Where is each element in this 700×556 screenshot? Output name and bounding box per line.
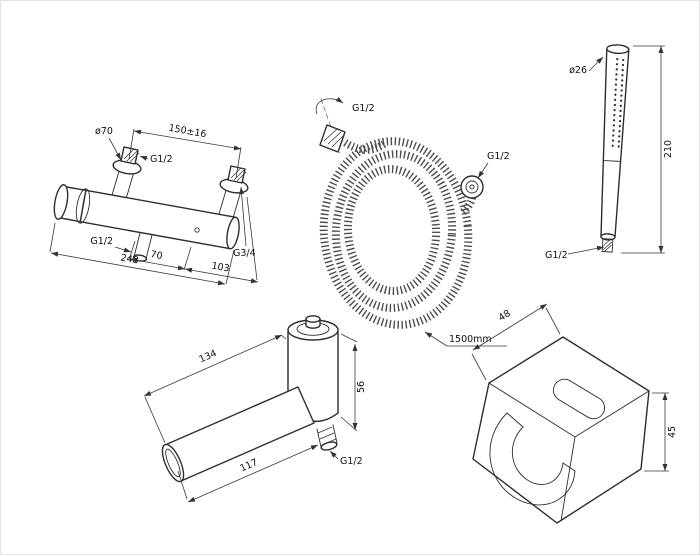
hose-end-fitting-ring [465, 180, 479, 194]
hand-shower-top-cap [606, 44, 630, 55]
spray-holes-column [611, 58, 619, 151]
mixer-dim-103: 103 [211, 261, 231, 275]
hose-coil-outer [319, 137, 473, 329]
bracket-hook-outer [489, 412, 576, 506]
spout-dim-134: 134 [197, 348, 218, 365]
spout-thread-stub [316, 424, 338, 448]
hand-shower-thread-nipple [601, 238, 614, 253]
hose-coil-middle [331, 150, 457, 312]
thread-hatch [230, 167, 247, 182]
spout-drawing: 134 56 117 G1/2 [143, 315, 367, 503]
mixer-dim-g12-top: G1/2 [150, 154, 173, 165]
mixer-knob-joint-ring [75, 188, 91, 224]
dia70-leader [108, 137, 122, 161]
dim70-103-extensions [128, 196, 258, 281]
bracket-slot [552, 378, 606, 420]
mixer-dim-70: 70 [150, 249, 164, 262]
dim150-extensions [128, 128, 242, 179]
hose-top-nut [319, 124, 346, 153]
thread-hatch [323, 128, 345, 148]
length-leader [424, 331, 448, 347]
thread-hatch [603, 238, 612, 252]
hand-shower-drawing: ø26 210 G1/2 [545, 44, 674, 261]
thermostatic-mixer-drawing: ø70 G1/2 150±16 248 70 103 G1/2 G3/4 [49, 123, 259, 286]
bracket-dim-45: 45 [667, 426, 678, 438]
dim117-line [187, 444, 319, 503]
spout-dim-56: 56 [356, 381, 367, 393]
mixer-knob-cap [53, 184, 69, 220]
g12-top-leader [139, 155, 149, 161]
mixer-dim-g34: G3/4 [233, 248, 256, 259]
mixer-dimensions: ø70 G1/2 150±16 248 70 103 G1/2 G3/4 [49, 123, 259, 286]
thread-hatch [123, 148, 140, 163]
hose-dimensions: G1/2 G1/2 1500mm [352, 103, 510, 347]
bracket-hook-ends [506, 412, 576, 472]
hand-shower-dim-dia26: ø26 [569, 65, 587, 76]
spout-knob-top [305, 315, 321, 323]
dim103-line [184, 267, 259, 284]
swivel-arrow-icon [315, 96, 344, 115]
mixer-bar-right-cap [226, 216, 240, 250]
spray-holes-column [617, 58, 625, 151]
hose-dim-g12-top: G1/2 [352, 103, 375, 114]
bracket-hook-inner [511, 426, 564, 485]
hose-dim-g12-right: G1/2 [487, 151, 510, 162]
hose-end-fitting [460, 175, 484, 199]
dim48-line [472, 303, 548, 351]
mixer-button-detail [194, 227, 200, 233]
shower-hose-drawing: G1/2 G1/2 1500mm [315, 96, 510, 347]
mixer-right-union-side [232, 190, 242, 219]
g12-right-leader [477, 162, 489, 179]
dim117-extension [177, 470, 188, 500]
hand-shower-sides [600, 48, 630, 238]
hand-shower-body [600, 44, 630, 253]
mixer-dim-g12-outlet: G1/2 [90, 236, 113, 247]
hand-shower-dim-g12: G1/2 [545, 250, 568, 261]
bracket-dim-48: 48 [497, 308, 513, 324]
bracket-dimensions: 48 45 [471, 303, 678, 472]
dim210-extensions [621, 45, 665, 254]
g12-outlet-leader [114, 246, 132, 253]
bracket-front-edge [560, 436, 576, 522]
hand-shower-handle-joint [604, 160, 620, 162]
hose-dim-length: 1500mm [449, 334, 492, 345]
hand-shower-dimensions: ø26 210 G1/2 [545, 45, 674, 261]
bracket-outline [472, 336, 650, 524]
spout-dim-g12: G1/2 [340, 456, 363, 467]
mixer-left-union-side [111, 167, 121, 196]
wall-bracket-drawing: 48 45 [471, 303, 678, 524]
dim48-extensions [471, 307, 561, 381]
mixer-right-union-side [218, 186, 228, 215]
dim70-line [129, 257, 186, 271]
hose-end-fitting-bore [469, 184, 475, 190]
hose-coil-inner [343, 165, 441, 295]
g12-leader [567, 245, 605, 255]
thread-hatch [317, 426, 337, 446]
mixer-left-union-side [125, 171, 135, 200]
g34-leader [239, 186, 247, 247]
dia26-leader [588, 56, 604, 72]
g12-leader [329, 450, 339, 460]
dim150-line [133, 129, 242, 151]
hand-shower-dim-210: 210 [663, 140, 674, 158]
mixer-dim-dia70: ø70 [95, 126, 113, 137]
hose-top-tail [340, 137, 387, 154]
dim134-line [143, 334, 283, 397]
spout-tip-bore [165, 448, 181, 478]
